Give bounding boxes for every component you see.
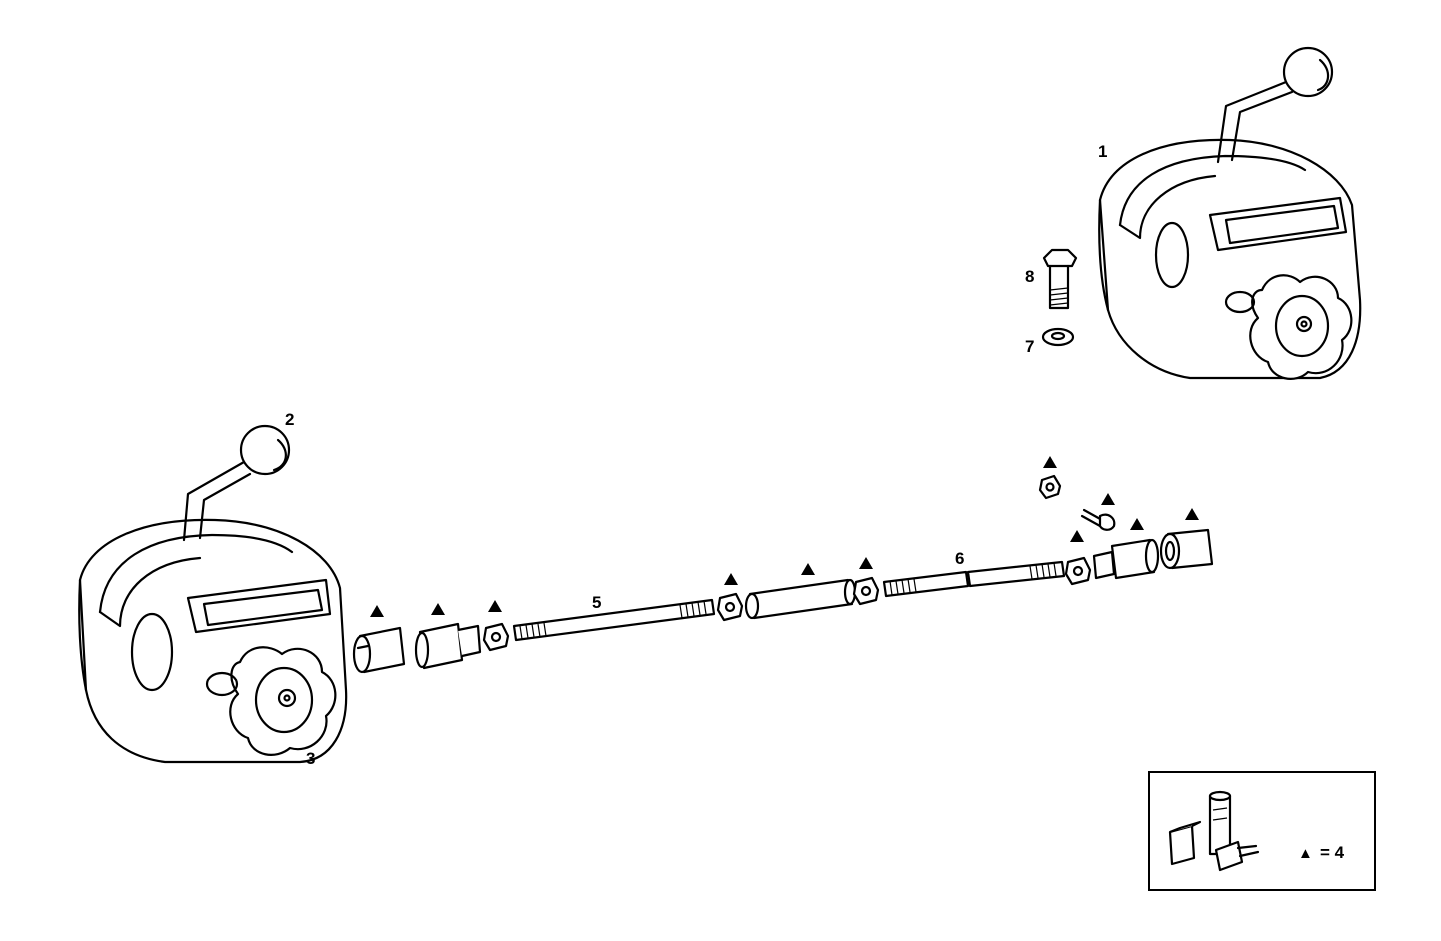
callout-2: 2: [285, 410, 294, 429]
rod-5: [512, 598, 716, 642]
marker-sleeve-right: [1185, 508, 1199, 520]
callout-6: 6: [955, 549, 964, 568]
callout-5: 5: [592, 593, 601, 612]
callout-7: 7: [1025, 337, 1034, 356]
nut-right: [1064, 556, 1092, 586]
legend-box: ▲ = 4: [1148, 771, 1376, 891]
callout-3: 3: [306, 749, 315, 768]
marker-nut-middle-left: [724, 573, 738, 585]
small-nut-top: [1038, 474, 1062, 500]
rod-6-right: [966, 560, 1066, 588]
marker-small-nut: [1043, 456, 1057, 468]
callout-1: 1: [1098, 142, 1107, 161]
sleeve-left: [352, 626, 406, 674]
small-screw: [1080, 508, 1116, 531]
nut-middle-left: [716, 592, 744, 622]
legend-text: = 4: [1320, 843, 1345, 862]
marker-nut-middle-right: [859, 557, 873, 569]
marker-nut-right: [1070, 530, 1084, 542]
callouts: 1 2 3 5 6 7 8: [285, 142, 1107, 768]
repair-kit-icon: [1168, 790, 1260, 872]
triangle-markers: [370, 456, 1199, 617]
marker-sleeve-left: [370, 605, 384, 617]
rod-6-left: [882, 570, 970, 598]
link-rod-assembly: [352, 474, 1214, 674]
nut-left: [482, 622, 510, 652]
sleeve-right: [1159, 528, 1214, 570]
marker-small-screw: [1101, 493, 1115, 505]
bolt-8: [1042, 248, 1078, 310]
callout-8: 8: [1025, 267, 1034, 286]
legend-symbol: ▲: [1298, 845, 1313, 862]
marker-socket-left: [431, 603, 445, 615]
control-unit-2: [78, 424, 348, 764]
washer-7: [1041, 327, 1075, 347]
socket-right: [1092, 538, 1160, 580]
control-unit-1: [1098, 46, 1362, 380]
marker-coupling: [801, 563, 815, 575]
nut-middle-right: [852, 576, 880, 606]
marker-socket-right: [1130, 518, 1144, 530]
socket-left: [414, 622, 482, 670]
marker-nut-left: [488, 600, 502, 612]
coupling-sleeve: [744, 578, 857, 620]
